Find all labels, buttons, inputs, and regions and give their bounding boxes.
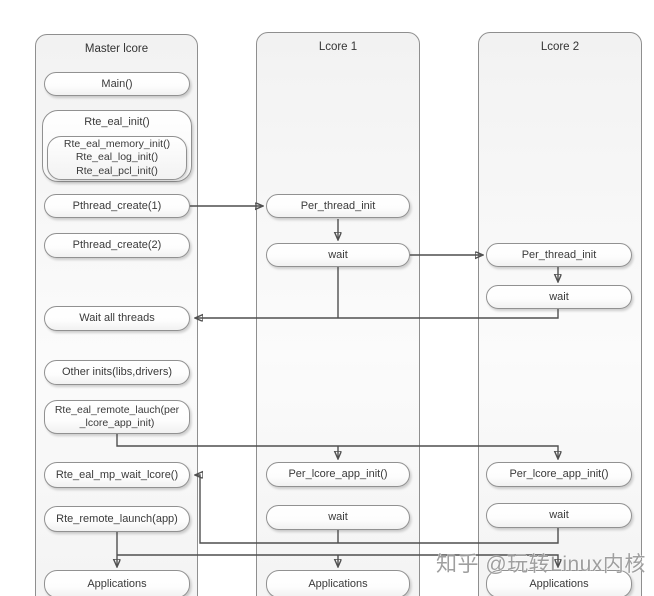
- node-lcore1-applications: Applications: [266, 570, 410, 596]
- node-lcore1-wait-2: wait: [266, 505, 410, 530]
- node-lcore2-applications: Applications: [486, 570, 632, 596]
- lane-lcore-1-title: Lcore 1: [318, 41, 358, 53]
- node-lcore1-per-thread-init: Per_thread_init: [266, 194, 410, 218]
- node-rte-eal-mp-wait-lcore: Rte_eal_mp_wait_lcore(): [44, 462, 190, 488]
- node-rte-remote-launch-app: Rte_remote_launch(app): [44, 506, 190, 532]
- lane-lcore-2-title: Lcore 2: [540, 41, 580, 53]
- node-rte-eal-remote-lauch: Rte_eal_remote_lauch(per_lcore_app_init): [44, 400, 190, 434]
- node-other-inits: Other inits(libs,drivers): [44, 360, 190, 385]
- node-lcore2-per-lcore-app-init: Per_lcore_app_init(): [486, 462, 632, 487]
- node-pthread-create-2: Pthread_create(2): [44, 233, 190, 258]
- node-main: Main(): [44, 72, 190, 96]
- step-rte-eal-log-init: Rte_eal_log_init(): [75, 151, 159, 164]
- node-lcore2-per-thread-init: Per_thread_init: [486, 243, 632, 267]
- step-rte-eal-pcl-init: Rte_eal_pcl_init(): [76, 164, 158, 177]
- lane-master-lcore-title: Master lcore: [84, 43, 149, 55]
- node-pthread-create-1: Pthread_create(1): [44, 194, 190, 218]
- node-lcore2-wait-2: wait: [486, 503, 632, 528]
- node-lcore2-wait-1: wait: [486, 285, 632, 309]
- zhihu-watermark: 知乎 @玩转Linux内核: [436, 553, 646, 576]
- node-wait-all-threads: Wait all threads: [44, 306, 190, 331]
- step-rte-eal-memory-init: Rte_eal_memory_init(): [63, 137, 171, 150]
- node-lcore1-wait-1: wait: [266, 243, 410, 267]
- node-lcore1-per-lcore-app-init: Per_lcore_app_init(): [266, 462, 410, 487]
- node-rte-eal-init-label: Rte_eal_init(): [84, 116, 150, 128]
- node-master-applications: Applications: [44, 570, 190, 596]
- node-rte-eal-init-steps: Rte_eal_memory_init() Rte_eal_log_init()…: [47, 136, 187, 180]
